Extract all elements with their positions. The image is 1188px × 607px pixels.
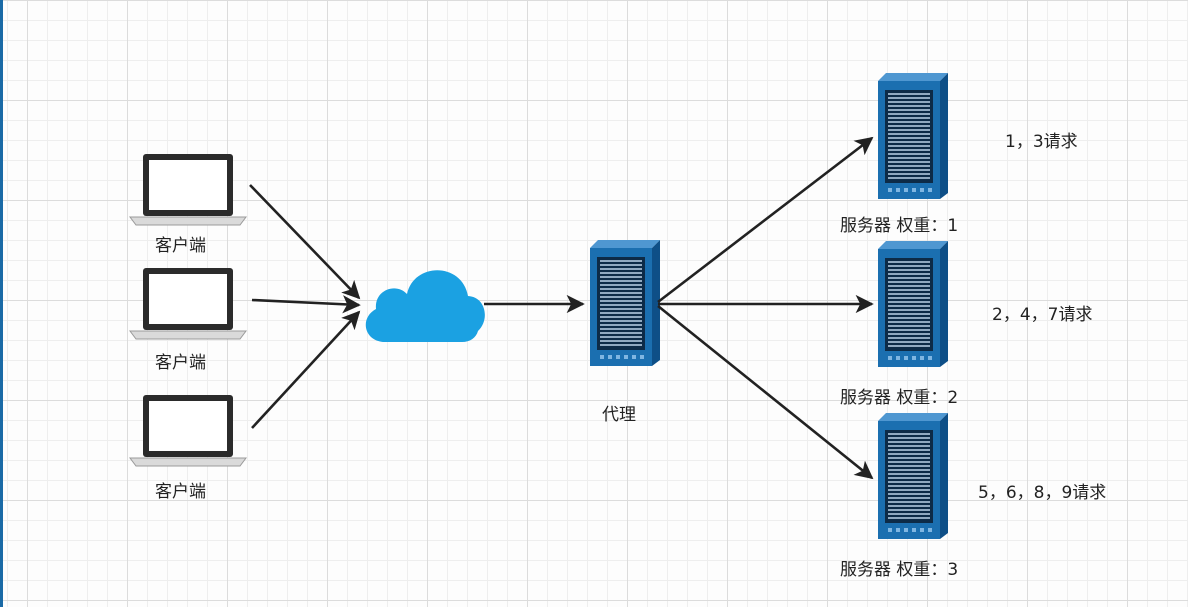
- client-label: 客户端: [155, 482, 206, 502]
- server-weight-label: 服务器 权重：2: [840, 388, 959, 408]
- proxy-server-icon: [589, 239, 661, 367]
- server-requests-label: 5，6，8，9请求: [978, 483, 1107, 503]
- server-icon: [877, 240, 949, 368]
- window-edge: [0, 0, 3, 607]
- client-laptop-icon: [129, 267, 247, 340]
- arrow-proxy-to-server: [657, 304, 874, 480]
- cloud-icon: [365, 270, 485, 342]
- server-icon: [877, 72, 949, 200]
- arrow-proxy-to-server: [657, 136, 874, 304]
- arrow-client-to-cloud: [249, 184, 361, 300]
- server-requests-label: 1，3请求: [1005, 132, 1078, 152]
- server-weight-label: 服务器 权重：1: [840, 216, 959, 236]
- server-requests-label: 2，4，7请求: [992, 305, 1093, 325]
- server-weight-label: 服务器 权重：3: [840, 560, 959, 580]
- client-laptop-icon: [129, 394, 247, 467]
- client-label: 客户端: [155, 353, 206, 373]
- arrow-client-to-cloud: [251, 310, 361, 429]
- proxy-label: 代理: [602, 405, 636, 425]
- client-laptop-icon: [129, 153, 247, 226]
- server-icon: [877, 412, 949, 540]
- arrow-client-to-cloud: [251, 295, 361, 314]
- client-label: 客户端: [155, 236, 206, 256]
